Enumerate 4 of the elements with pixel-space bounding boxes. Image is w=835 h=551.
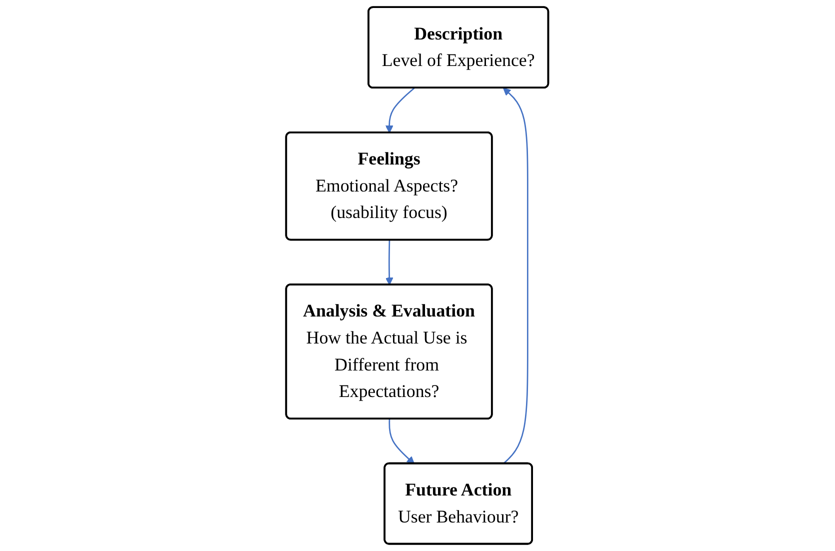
arrow [503,88,529,464]
arrow [389,419,415,464]
arrow [386,88,415,134]
arrow [386,240,394,286]
